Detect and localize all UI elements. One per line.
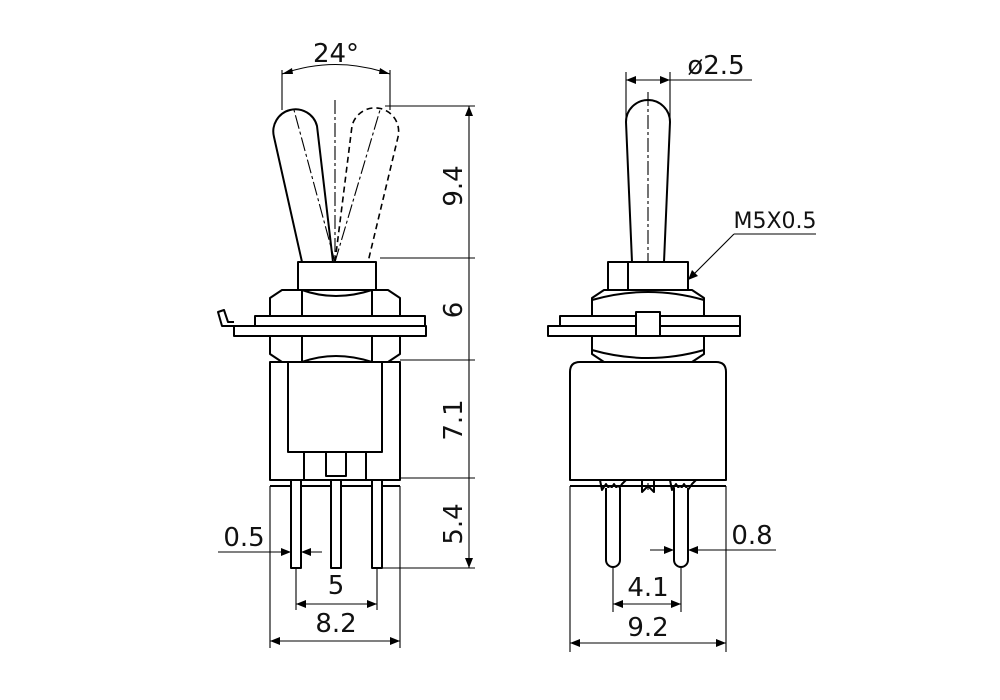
pin-center bbox=[330, 479, 342, 569]
angle-label: 24° bbox=[313, 39, 359, 69]
mounting-plate bbox=[233, 325, 427, 337]
front-dimensions bbox=[218, 64, 475, 648]
dim-pin-pitch: 5 bbox=[328, 571, 345, 601]
dim-thread: M5X0.5 bbox=[733, 209, 816, 234]
lower-nut bbox=[269, 335, 401, 363]
bushing bbox=[297, 261, 377, 291]
dim-pin-width: 0.8 bbox=[731, 521, 772, 551]
dim-pin-spacing: 4.1 bbox=[627, 573, 668, 603]
anti-rotation-tab bbox=[217, 309, 234, 327]
dim-handle-diameter: ø2.5 bbox=[687, 51, 744, 81]
side-key bbox=[635, 311, 661, 337]
body-key bbox=[325, 451, 347, 477]
dim-pin-thickness: 0.5 bbox=[223, 523, 264, 553]
dim-body-height: 7.1 bbox=[439, 399, 469, 440]
side-handle bbox=[625, 99, 671, 263]
handle-axis-right bbox=[334, 109, 381, 263]
dim-front-width: 8.2 bbox=[315, 609, 356, 639]
toggle-handle-alt-position bbox=[334, 107, 400, 263]
dim-bushing-height: 6 bbox=[439, 302, 469, 319]
handle-axis-left bbox=[293, 109, 336, 263]
pin-right bbox=[371, 479, 383, 569]
side-body bbox=[569, 361, 727, 481]
side-pin-right bbox=[673, 488, 689, 568]
pin-left bbox=[290, 479, 302, 569]
side-view bbox=[547, 92, 741, 568]
toggle-handle bbox=[272, 108, 334, 263]
side-pin-left bbox=[605, 488, 621, 568]
side-dimensions bbox=[569, 72, 816, 652]
dim-side-width: 9.2 bbox=[627, 613, 668, 643]
dim-handle-height: 9.4 bbox=[439, 165, 469, 206]
side-bushing bbox=[607, 261, 689, 291]
front-view bbox=[217, 100, 427, 569]
washer bbox=[254, 315, 426, 327]
top-nut bbox=[269, 289, 401, 317]
dim-pin-length: 5.4 bbox=[439, 503, 469, 544]
